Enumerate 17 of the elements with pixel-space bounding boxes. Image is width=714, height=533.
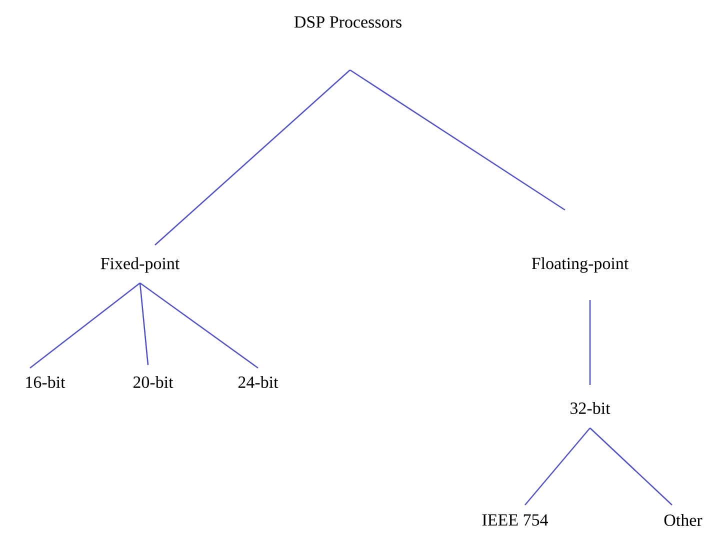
- node-label: Floating-point: [532, 257, 629, 273]
- connector-line: [30, 282, 140, 369]
- node-label: 32-bit: [570, 402, 610, 414]
- connector-line: [589, 300, 591, 385]
- node-label: Fixed-point: [100, 257, 180, 273]
- node-label: 24-bit: [238, 376, 278, 388]
- node-label: 16-bit: [26, 376, 66, 388]
- connector-line: [154, 70, 350, 246]
- connector-line: [524, 428, 590, 506]
- connector-line: [350, 69, 566, 211]
- connector-line: [140, 282, 258, 369]
- node-label: Other: [664, 514, 702, 526]
- node-label: DSP Processors: [294, 16, 402, 28]
- node-label: 20-bit: [133, 376, 174, 388]
- node-label: IEEE 754: [482, 514, 548, 526]
- connector-line: [590, 428, 672, 506]
- connector-line: [139, 282, 149, 366]
